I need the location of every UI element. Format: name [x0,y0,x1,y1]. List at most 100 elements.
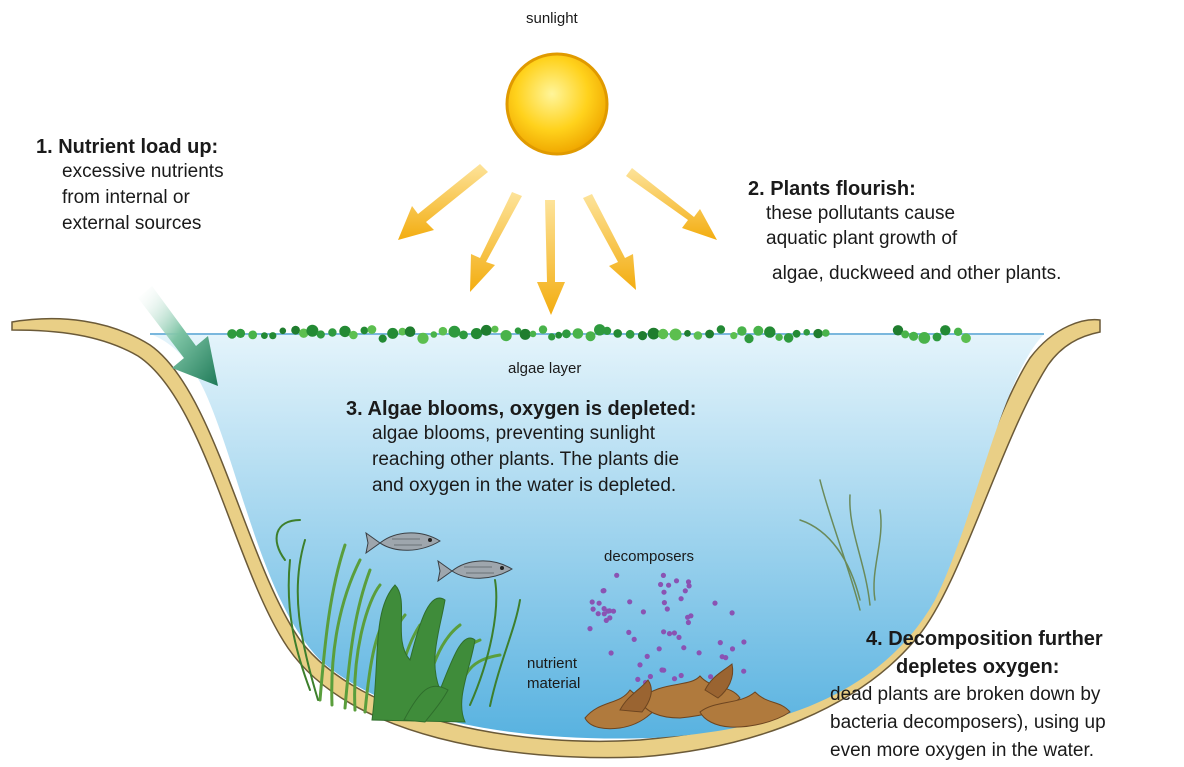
decomposer-dot [605,609,610,614]
decomposer-dot [661,629,666,634]
step-4-title-line: 4. Decomposition further [866,625,1106,653]
decomposer-dot [686,620,691,625]
algae-cell [803,329,810,336]
decomposer-dot [657,646,662,651]
decomposer-dot [712,601,717,606]
decomposer-dot [596,611,601,616]
algae-cell [775,334,782,341]
step-1-text: 1. Nutrient load up: excessive nutrients… [36,136,224,237]
decomposer-dot [645,654,650,659]
algae-cell [764,326,775,337]
step-2-line: algae, duckweed and other plants. [772,261,1061,286]
nutrient-material-label: nutrient material [527,654,580,694]
algae-cell [638,331,647,340]
algae-cell [573,328,584,339]
step-3-title: 3. Algae blooms, oxygen is depleted: [346,398,696,421]
algae-cell [349,331,358,340]
nutrient-material-line: material [527,674,580,694]
algae-cell [793,330,801,338]
algae-cell [361,327,369,335]
decomposer-dot [637,662,642,667]
decomposer-dot [641,609,646,614]
decomposer-dot [665,606,670,611]
algae-cell [744,334,753,343]
algae-cell [954,328,962,336]
decomposer-dot [627,599,632,604]
step-1-line: external sources [62,211,224,237]
decomposer-dot [626,630,631,635]
algae-cell [613,329,622,338]
decomposer-dot [681,645,686,650]
algae-cell [705,330,714,339]
algae-cell [491,326,498,333]
algae-cell [730,332,737,339]
step-2-body: these pollutants cause aquatic plant gro… [748,201,1061,286]
decomposer-dot [609,650,614,655]
sun-rays [398,164,717,315]
step-3-body: algae blooms, preventing sunlight reachi… [346,421,696,499]
algae-cell [339,326,350,337]
decomposer-dot [686,579,691,584]
step-3-line: and oxygen in the water is depleted. [372,473,696,499]
decomposer-dot [697,650,702,655]
decomposer-dot [683,588,688,593]
algae-cell [236,329,245,338]
algae-cell [684,330,691,337]
algae-cell [501,330,512,341]
algae-cell [626,330,635,339]
step-3-text: 3. Algae blooms, oxygen is depleted: alg… [346,398,696,499]
algae-cell [717,325,725,333]
decomposer-dot [730,646,735,651]
algae-cell [471,328,482,339]
decomposer-dot [601,588,606,593]
nutrient-material-line: nutrient [527,654,580,674]
decomposer-dot [718,640,723,645]
decomposer-dot [632,637,637,642]
algae-cell [379,335,387,343]
algae-cell [658,329,668,339]
algae-cell [405,326,416,337]
algae-cell [694,331,703,340]
algae-cell [648,328,660,340]
algae-cell [291,326,300,335]
decomposer-dot [676,635,681,640]
algae-cell [603,327,611,335]
algae-cell [431,331,438,338]
algae-cell [555,332,562,339]
algae-cell [933,333,942,342]
step-1-body: excessive nutrients from internal or ext… [36,159,224,237]
decomposer-dot [688,613,693,618]
sun [507,54,607,154]
step-4-title: 4. Decomposition further depletes oxygen… [830,625,1106,681]
decomposer-dot [590,599,595,604]
decomposer-dot [597,601,602,606]
step-3-line: algae blooms, preventing sunlight [372,421,696,447]
algae-cell [822,329,830,337]
algae-cell [227,329,237,339]
algae-cell [586,331,596,341]
decomposer-dot [591,607,596,612]
step-4-text: 4. Decomposition further depletes oxygen… [830,625,1106,765]
decomposers-label: decomposers [604,548,694,565]
step-1-title: 1. Nutrient load up: [36,136,224,159]
step-2-line: aquatic plant growth of [766,226,1061,251]
decomposer-dot [614,573,619,578]
algae-cell [328,328,336,336]
algae-cell [248,331,257,340]
step-4-title-line: depletes oxygen: [866,653,1106,681]
sunlight-label: sunlight [526,10,578,27]
decomposer-dot [604,618,609,623]
step-2-text: 2. Plants flourish: these pollutants cau… [748,178,1061,286]
algae-cell [530,331,537,338]
step-4-line: even more oxygen in the water. [830,737,1106,765]
step-1-line: from internal or [62,185,224,211]
decomposer-dot [661,573,666,578]
algae-cell [459,331,468,340]
algae-cell [737,326,746,335]
decomposer-dot [708,674,713,679]
algae-cell [901,330,909,338]
step-3-line: reaching other plants. The plants die [372,447,696,473]
step-4-line: bacteria decomposers), using up [830,709,1106,737]
algae-cell [961,333,971,343]
